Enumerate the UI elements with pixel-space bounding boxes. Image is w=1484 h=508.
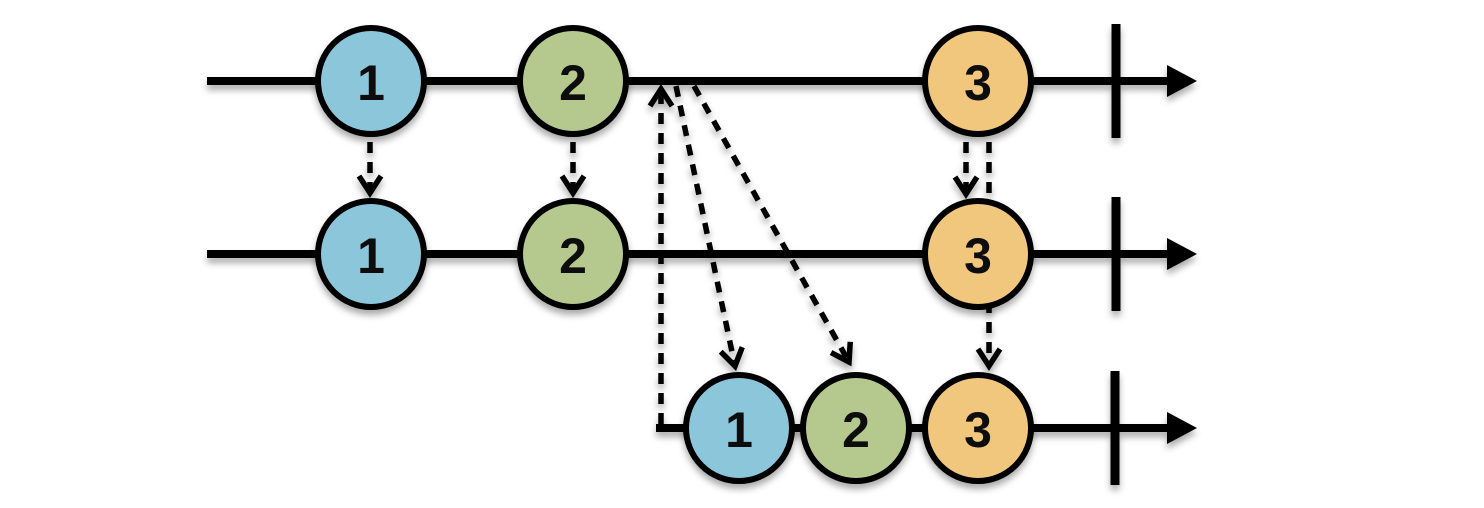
event-top-1: 1: [315, 25, 427, 137]
dashed-arrow-bottom-subscribe-to-top: [647, 83, 675, 424]
event-circle: [517, 25, 629, 137]
event-middle-2: 2: [517, 198, 629, 310]
dashed-arrow-top-3-to-middle-3: [952, 142, 980, 200]
dashed-arrow-replay-2-to-bottom-2: [691, 84, 854, 367]
dashed-arrow-top-2-to-middle-2: [559, 142, 587, 199]
event-label: 1: [357, 55, 385, 111]
event-middle-3: 3: [922, 198, 1034, 310]
event-label: 3: [964, 402, 992, 458]
event-bottom-1: 1: [683, 372, 795, 484]
dashed-line: [673, 85, 737, 362]
event-label: 1: [725, 402, 753, 458]
timeline-arrowhead-icon: [1167, 412, 1197, 444]
event-circle: [800, 372, 912, 484]
event-circle: [922, 198, 1034, 310]
event-bottom-2: 2: [800, 372, 912, 484]
arrowhead-chevron-icon: [975, 347, 1003, 372]
event-middle-1: 1: [315, 198, 427, 310]
event-label: 2: [559, 55, 587, 111]
event-circles-layer: 1 2 3 1 2 3 1 2 3: [315, 25, 1034, 484]
event-label: 2: [559, 228, 587, 284]
event-circle: [517, 198, 629, 310]
arrowhead-chevron-icon: [647, 83, 675, 108]
event-top-3: 3: [922, 25, 1034, 137]
event-label: 1: [357, 228, 385, 284]
dashed-line: [691, 84, 849, 359]
arrowhead-chevron-icon: [718, 346, 745, 371]
event-label: 3: [964, 55, 992, 111]
event-circle: [683, 372, 795, 484]
arrowhead-chevron-icon: [356, 174, 384, 199]
dashed-arrow-top-1-to-middle-1: [356, 142, 384, 199]
arrowhead-chevron-icon: [829, 341, 854, 367]
event-circle: [315, 198, 427, 310]
timeline-arrowhead-icon: [1167, 238, 1197, 270]
dashed-arrow-replay-1-to-bottom-1: [673, 85, 745, 371]
event-top-2: 2: [517, 25, 629, 137]
timeline-arrowhead-icon: [1167, 65, 1197, 97]
event-label: 3: [964, 228, 992, 284]
event-circle: [922, 372, 1034, 484]
event-label: 2: [842, 402, 870, 458]
event-circle: [922, 25, 1034, 137]
event-bottom-3: 3: [922, 372, 1034, 484]
event-circle: [315, 25, 427, 137]
arrowhead-chevron-icon: [952, 175, 980, 200]
arrowhead-chevron-icon: [559, 174, 587, 199]
